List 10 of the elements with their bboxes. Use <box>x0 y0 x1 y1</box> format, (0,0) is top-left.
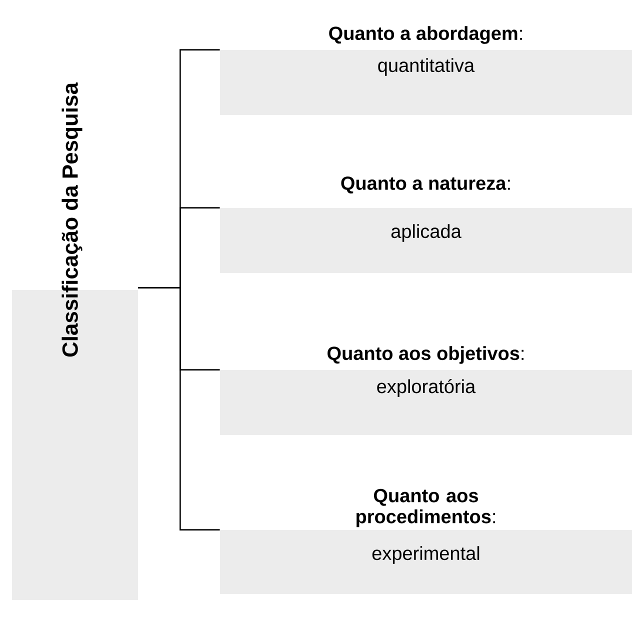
connector-line <box>138 287 220 530</box>
heading: Quanto aos procedimentos: <box>356 488 495 528</box>
heading: Quanto a natureza: <box>341 176 510 194</box>
value-text: quantitativa <box>378 58 475 76</box>
rotated-heading: Classificação da Pesquisa <box>62 82 82 357</box>
heading: Quanto aos objetivos: <box>328 346 524 364</box>
value-text: aplicada <box>391 224 462 242</box>
heading: Quanto a abordagem: <box>329 26 522 44</box>
value-text: exploratória <box>377 379 476 397</box>
value-text: experimental <box>372 546 480 564</box>
